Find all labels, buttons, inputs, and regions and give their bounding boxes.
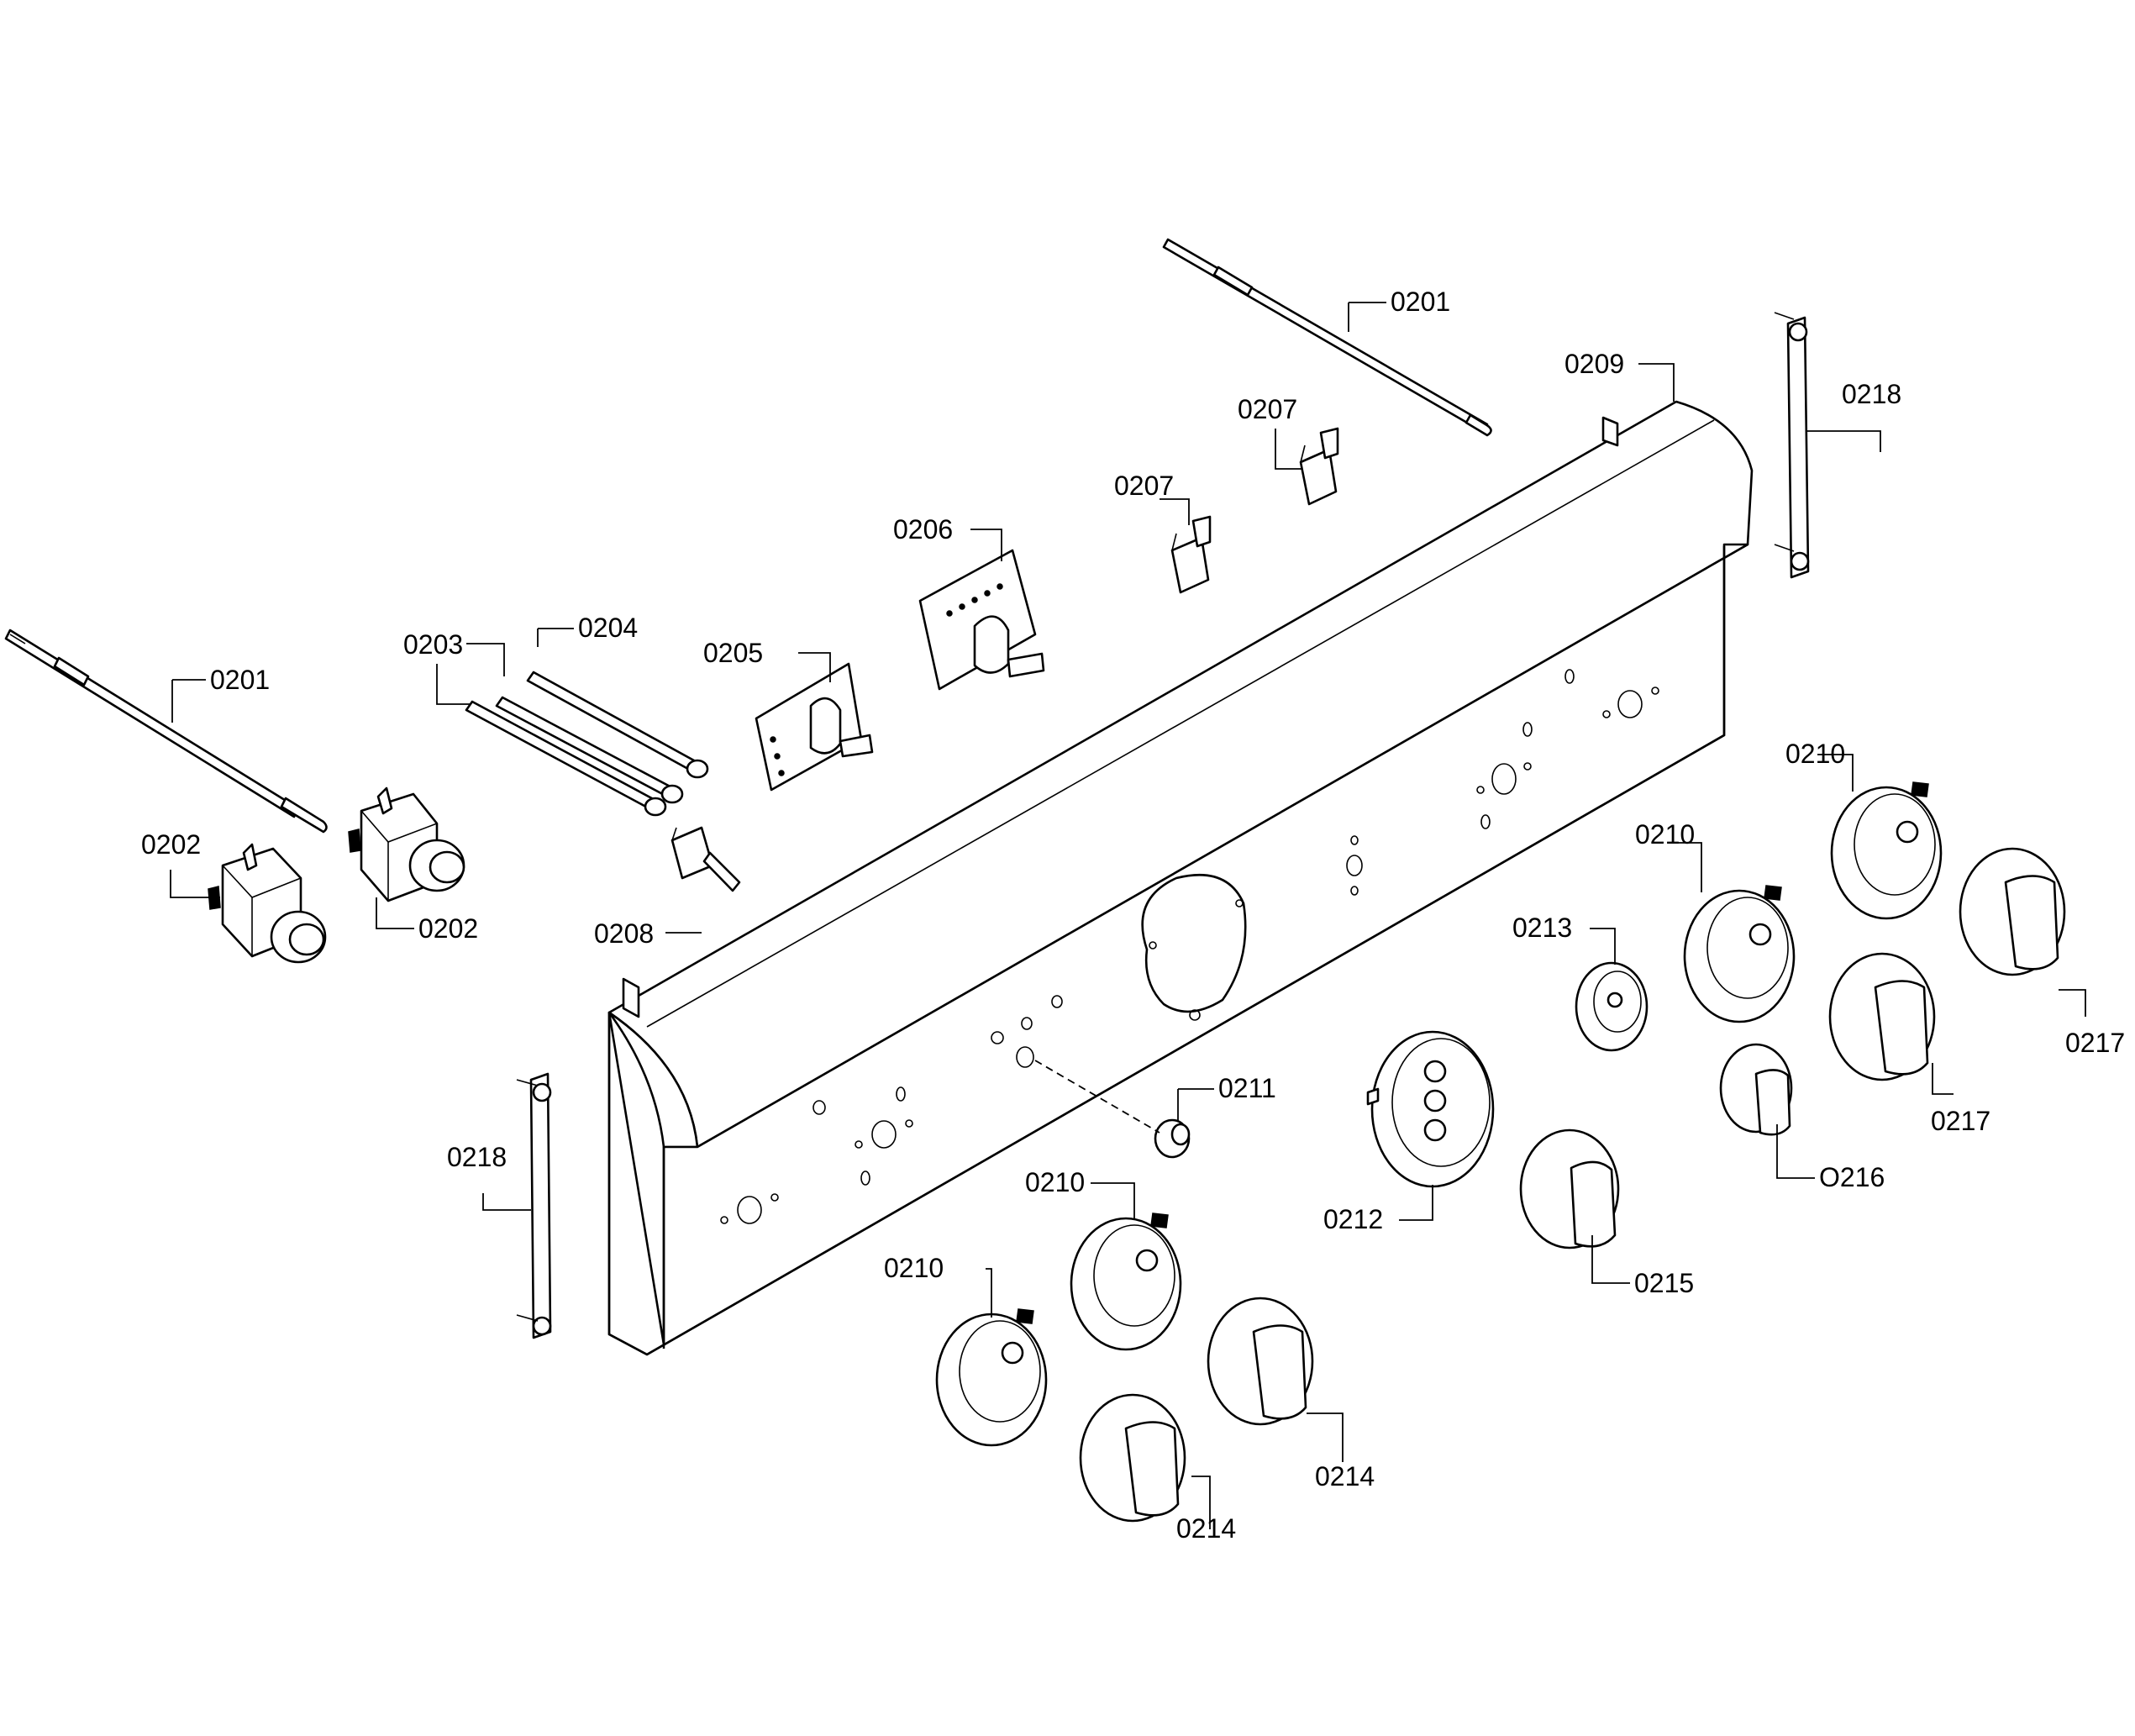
- burner-knob-a: [1079, 1393, 1186, 1523]
- small-knob: [1719, 1043, 1793, 1136]
- callout-0218-left: 0218: [447, 1142, 507, 1172]
- thermocouple-0204: [526, 671, 709, 779]
- callout-0206: 0206: [893, 514, 953, 544]
- side-trim-right: [1774, 312, 1810, 579]
- callout-0211: 0211: [1218, 1073, 1276, 1103]
- callout-0202-right: 0202: [418, 913, 478, 944]
- spacer: [1154, 1118, 1191, 1159]
- callout-0215: 0215: [1634, 1268, 1694, 1298]
- control-panel: [607, 400, 1754, 1356]
- thermocouple-0203: [465, 696, 684, 817]
- clock-bezel: [1366, 1030, 1495, 1188]
- wire-harness-left: [4, 629, 328, 834]
- callout-0207-right: 0207: [1238, 394, 1297, 424]
- knob-bezel-d: [1830, 781, 1943, 920]
- leader-lines: [170, 302, 2086, 1529]
- callout-0213: 0213: [1512, 913, 1572, 943]
- callout-0214-a: 0214: [1176, 1513, 1236, 1544]
- knob-bezel-c: [1683, 885, 1796, 1023]
- callout-0208: 0208: [594, 918, 654, 949]
- selector-switch-0206: [918, 549, 1045, 691]
- callout-0209: 0209: [1564, 349, 1624, 379]
- callout-0210-a: 0210: [884, 1253, 944, 1283]
- callout-0218-right: 0218: [1842, 379, 1901, 409]
- burner-knob-b: [1207, 1297, 1314, 1426]
- burner-knob-d: [1959, 847, 2066, 976]
- callout-0204: 0204: [578, 613, 638, 643]
- callout-0202-left: 0202: [141, 829, 201, 860]
- microswitch-left: [1170, 515, 1212, 594]
- callout-0216: O216: [1819, 1162, 1885, 1192]
- small-bezel: [1575, 961, 1649, 1052]
- knob-bezel-b: [1070, 1213, 1182, 1351]
- callout-0217-b: 0217: [2065, 1028, 2125, 1058]
- callout-0210-c: 0210: [1635, 819, 1695, 850]
- side-trim-left: [516, 1072, 552, 1339]
- oven-knob: [1519, 1128, 1620, 1249]
- callout-0205: 0205: [703, 638, 763, 668]
- callout-0203: 0203: [403, 629, 463, 660]
- callout-0214-b: 0214: [1315, 1461, 1375, 1491]
- knob-bezel-a: [935, 1308, 1048, 1447]
- microswitch-right: [1299, 427, 1339, 506]
- selector-switch-0205: [755, 662, 874, 792]
- toggle-switch: [670, 826, 741, 892]
- callout-0201-left: 0201: [210, 665, 270, 695]
- callout-0212: 0212: [1323, 1204, 1383, 1234]
- callout-0201-right: 0201: [1391, 287, 1450, 317]
- callout-0207-left: 0207: [1114, 471, 1174, 501]
- callout-0217-a: 0217: [1931, 1106, 1990, 1136]
- wire-harness-right: [1162, 238, 1492, 437]
- burner-knob-c: [1828, 952, 1936, 1081]
- gas-valve-left: [208, 843, 327, 964]
- callout-0210-d: 0210: [1785, 739, 1845, 769]
- callout-0210-b: 0210: [1025, 1167, 1085, 1197]
- gas-valve-right: [348, 786, 465, 902]
- callout-labels: 0201 0201 0202 0202 0203 0204 0205 0206 …: [141, 287, 2125, 1544]
